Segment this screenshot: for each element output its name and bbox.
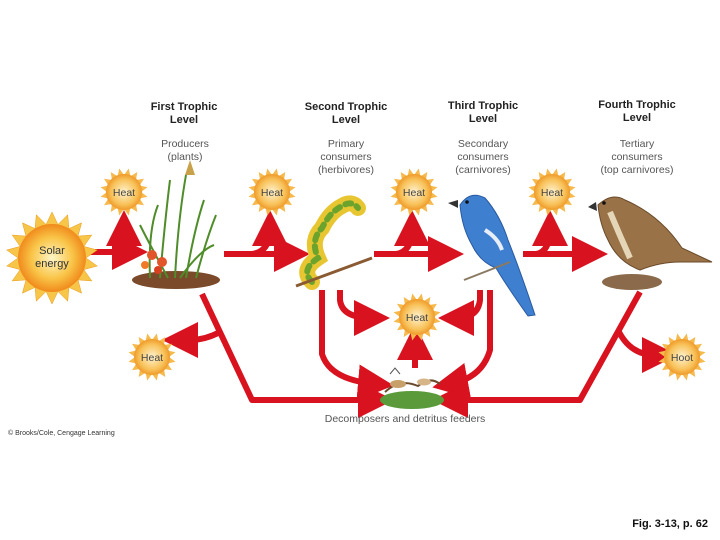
- heat-label: Heat: [113, 187, 135, 199]
- heat-burst-icon: Heat: [528, 168, 576, 216]
- level-1-title: First Trophic Level: [150, 101, 218, 126]
- level-4-subtitle: Tertiary consumers (top carnivores): [600, 138, 674, 176]
- bluebird-icon: [448, 194, 536, 317]
- energy-flow-arrows: [88, 210, 678, 418]
- heat-burst-icon: Heat: [128, 333, 176, 381]
- heat-label: Heat: [541, 187, 563, 199]
- arrow-heat-branch-2: [251, 210, 288, 257]
- heat-burst-icon: Heat: [248, 168, 296, 216]
- level-2-title: Second Trophic Level: [304, 101, 388, 126]
- arrow-heat-branch-1: [105, 210, 142, 255]
- figure-caption: Fig. 3-13, p. 62: [632, 518, 708, 530]
- caterpillar-icon: [295, 195, 373, 290]
- heat-label: Heat: [261, 187, 283, 199]
- arrow-heat-branch-right: [615, 328, 678, 373]
- arrow-secondary-to-heat: [438, 290, 483, 336]
- arrow-primary-to-heat: [337, 290, 390, 336]
- level-4-title: Fourth Trophic Level: [598, 99, 676, 124]
- heat-label: Heat: [406, 312, 428, 324]
- level-3-subtitle: Secondary consumers (carnivores): [455, 138, 511, 176]
- level-3-title: Third Trophic Level: [447, 100, 519, 125]
- heat-label: Heat: [403, 187, 425, 199]
- copyright-text: © Brooks/Cole, Cengage Learning: [8, 430, 115, 437]
- arrow-heat-branch-3: [393, 210, 430, 257]
- heat-burst-icon: Heat: [390, 168, 438, 216]
- arrow-heat-branch-4: [531, 210, 568, 257]
- solar-energy-label: Solar: [39, 245, 65, 257]
- level-2-subtitle: Primary consumers (herbivores): [317, 138, 375, 176]
- heat-label: Hoot: [671, 352, 693, 364]
- plants-icon: [132, 160, 220, 289]
- arrow-heat-branch-left: [162, 322, 222, 358]
- heat-burst-icon: Heat: [100, 168, 148, 216]
- heat-burst-icon: Heat: [393, 293, 441, 341]
- decomposers-label: Decomposers and detritus feeders: [324, 413, 486, 425]
- arrow-tertiary-to-decomposers: [432, 290, 643, 418]
- arrow-primary-to-decomposers: [319, 290, 394, 401]
- level-1-subtitle: Producers (plants): [161, 138, 209, 163]
- solar-energy-label: energy: [35, 258, 69, 270]
- arrow-secondary-to-decomposers: [432, 290, 493, 399]
- heat-label: Heat: [141, 352, 163, 364]
- arrow-producers-to-decomposers: [199, 292, 394, 418]
- hawk-icon: [588, 196, 713, 290]
- heat-burst-icon: Hoot: [658, 333, 706, 381]
- decomposers-icon: [380, 367, 444, 409]
